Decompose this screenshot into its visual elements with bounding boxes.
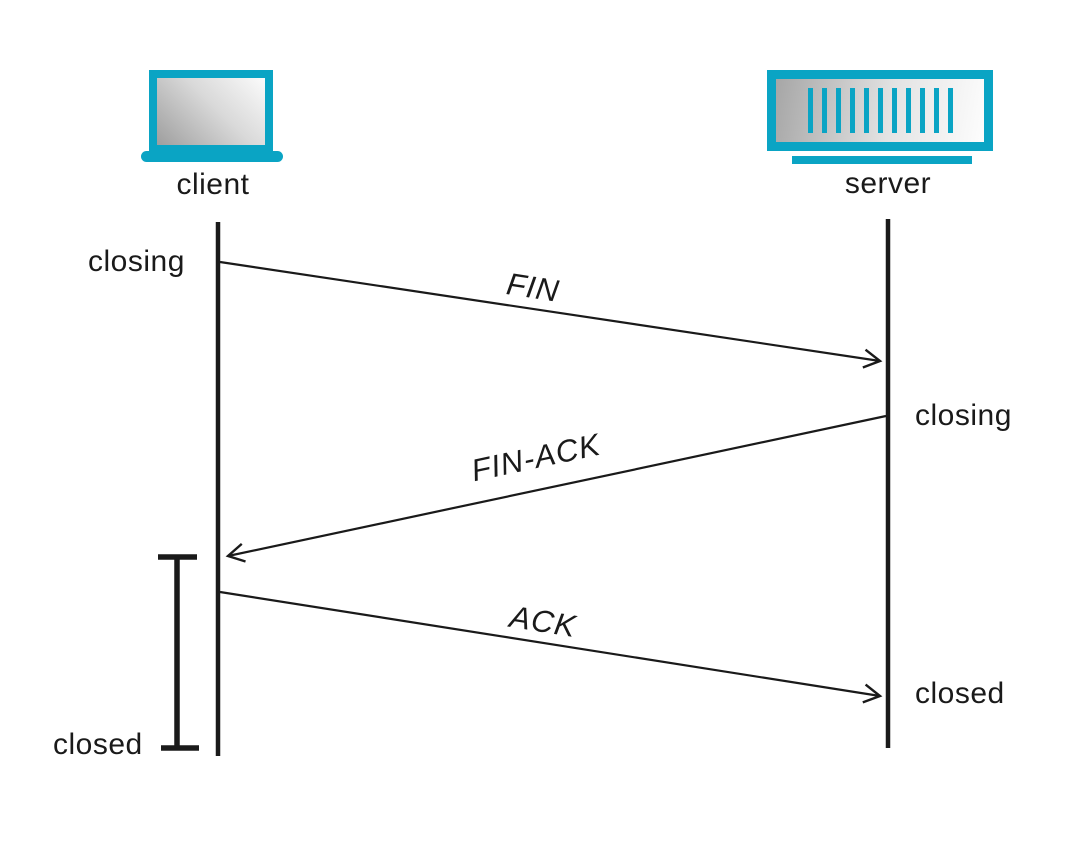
fin-message-label: FIN: [504, 266, 562, 309]
server-vent: [807, 88, 813, 133]
server-chassis: [767, 70, 993, 151]
fin-ack-arrow: [225, 414, 887, 563]
server-vent: [933, 88, 939, 133]
server-vent: [849, 88, 855, 133]
laptop-screen: [149, 70, 273, 153]
server-vent: [947, 88, 953, 133]
server-vent: [821, 88, 827, 133]
server-actor-label: server: [844, 167, 932, 200]
laptop-base: [141, 151, 283, 162]
server-base-bar: [792, 156, 972, 164]
client-closing-label: closing: [88, 245, 185, 278]
client-closed-label: closed: [53, 728, 143, 761]
server-vent: [863, 88, 869, 133]
fin-arrow: [219, 260, 883, 369]
client-actor-label: client: [176, 168, 250, 201]
server-closing-label: closing: [915, 399, 1012, 432]
time-wait-bar: [158, 554, 199, 751]
ack-arrow: [219, 590, 883, 704]
server-vent: [835, 88, 841, 133]
server-closed-label: closed: [915, 677, 1005, 710]
server-vent: [905, 88, 911, 133]
server-vent: [877, 88, 883, 133]
server-vent: [891, 88, 897, 133]
server-vent: [919, 88, 925, 133]
